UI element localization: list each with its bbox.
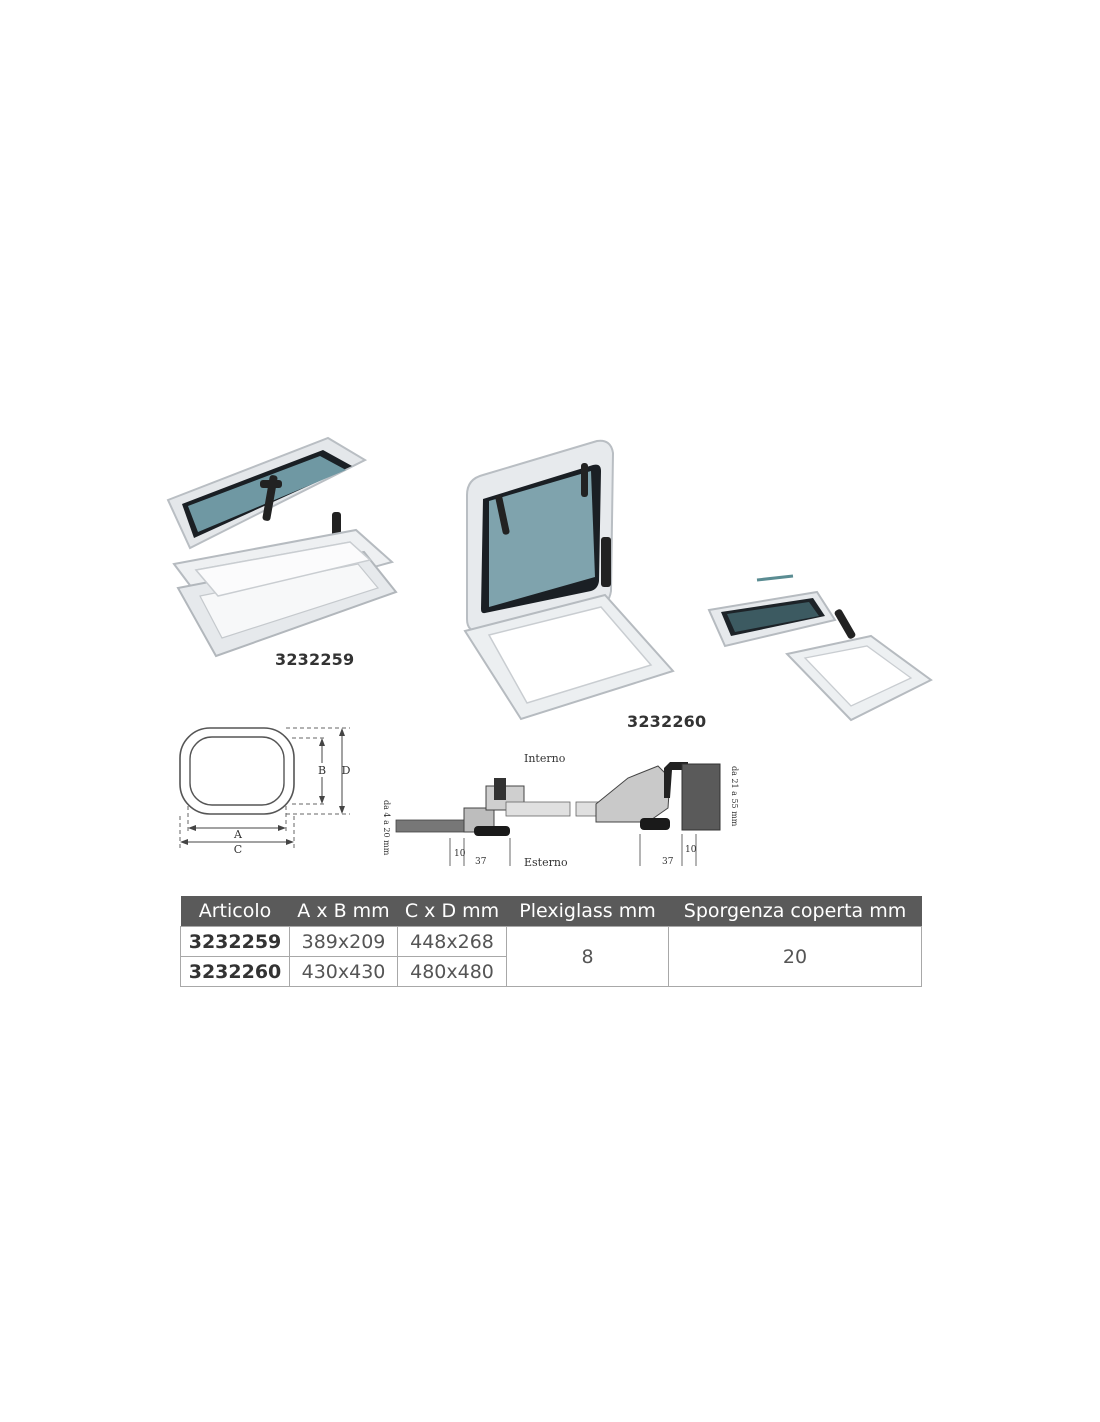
table-row: 3232259 389x209 448x268 8 20 [180,926,922,987]
label-right-thickness: da 21 a 55 mm [730,766,739,827]
cell-plexiglass: 8 [506,926,669,987]
hatch-3232260-image [463,439,675,721]
dim-10-left: 10 [454,849,466,859]
header-cxd: C x D mm [397,896,507,927]
product-label-3232259: 3232259 [275,650,355,669]
header-articolo: Articolo [180,896,290,927]
cell-articolo: 3232259 [180,926,290,957]
dim-label-a: A [233,828,243,841]
dim-label-c: C [234,843,242,856]
dim-label-b: B [318,764,326,777]
outline-dimension-diagram: B B D A C [179,727,351,856]
svg-text:B: B [318,764,326,777]
cell-axb: 430x430 [289,956,398,987]
product-label-3232260: 3232260 [627,712,707,731]
dim-label-d: D [342,764,351,777]
header-axb: A x B mm [289,896,398,927]
cell-axb: 389x209 [289,926,398,957]
cell-sporgenza: 20 [668,926,922,987]
cross-section-diagram: 10 37 37 10 Interno Esterno da 4 a 20 mm… [382,752,739,869]
cell-articolo: 3232260 [180,956,290,987]
label-interno: Interno [524,752,566,765]
label-esterno: Esterno [524,856,568,869]
table-header-row: Articolo A x B mm C x D mm Plexiglass mm… [180,896,922,927]
spec-table: Articolo A x B mm C x D mm Plexiglass mm… [180,896,922,987]
label-left-thickness: da 4 a 20 mm [382,800,391,856]
dim-37-right: 37 [662,857,674,867]
dim-10-right: 10 [685,845,697,855]
header-sporgenza: Sporgenza coperta mm [668,896,922,927]
table-row: 3232260 430x430 480x480 [180,956,922,987]
cell-cxd: 448x268 [397,926,507,957]
dim-37-left: 37 [475,857,487,867]
hatch-small-image [707,574,933,722]
cell-cxd: 480x480 [397,956,507,987]
header-plexiglass: Plexiglass mm [506,896,669,927]
hatch-3232259-image [166,436,398,658]
